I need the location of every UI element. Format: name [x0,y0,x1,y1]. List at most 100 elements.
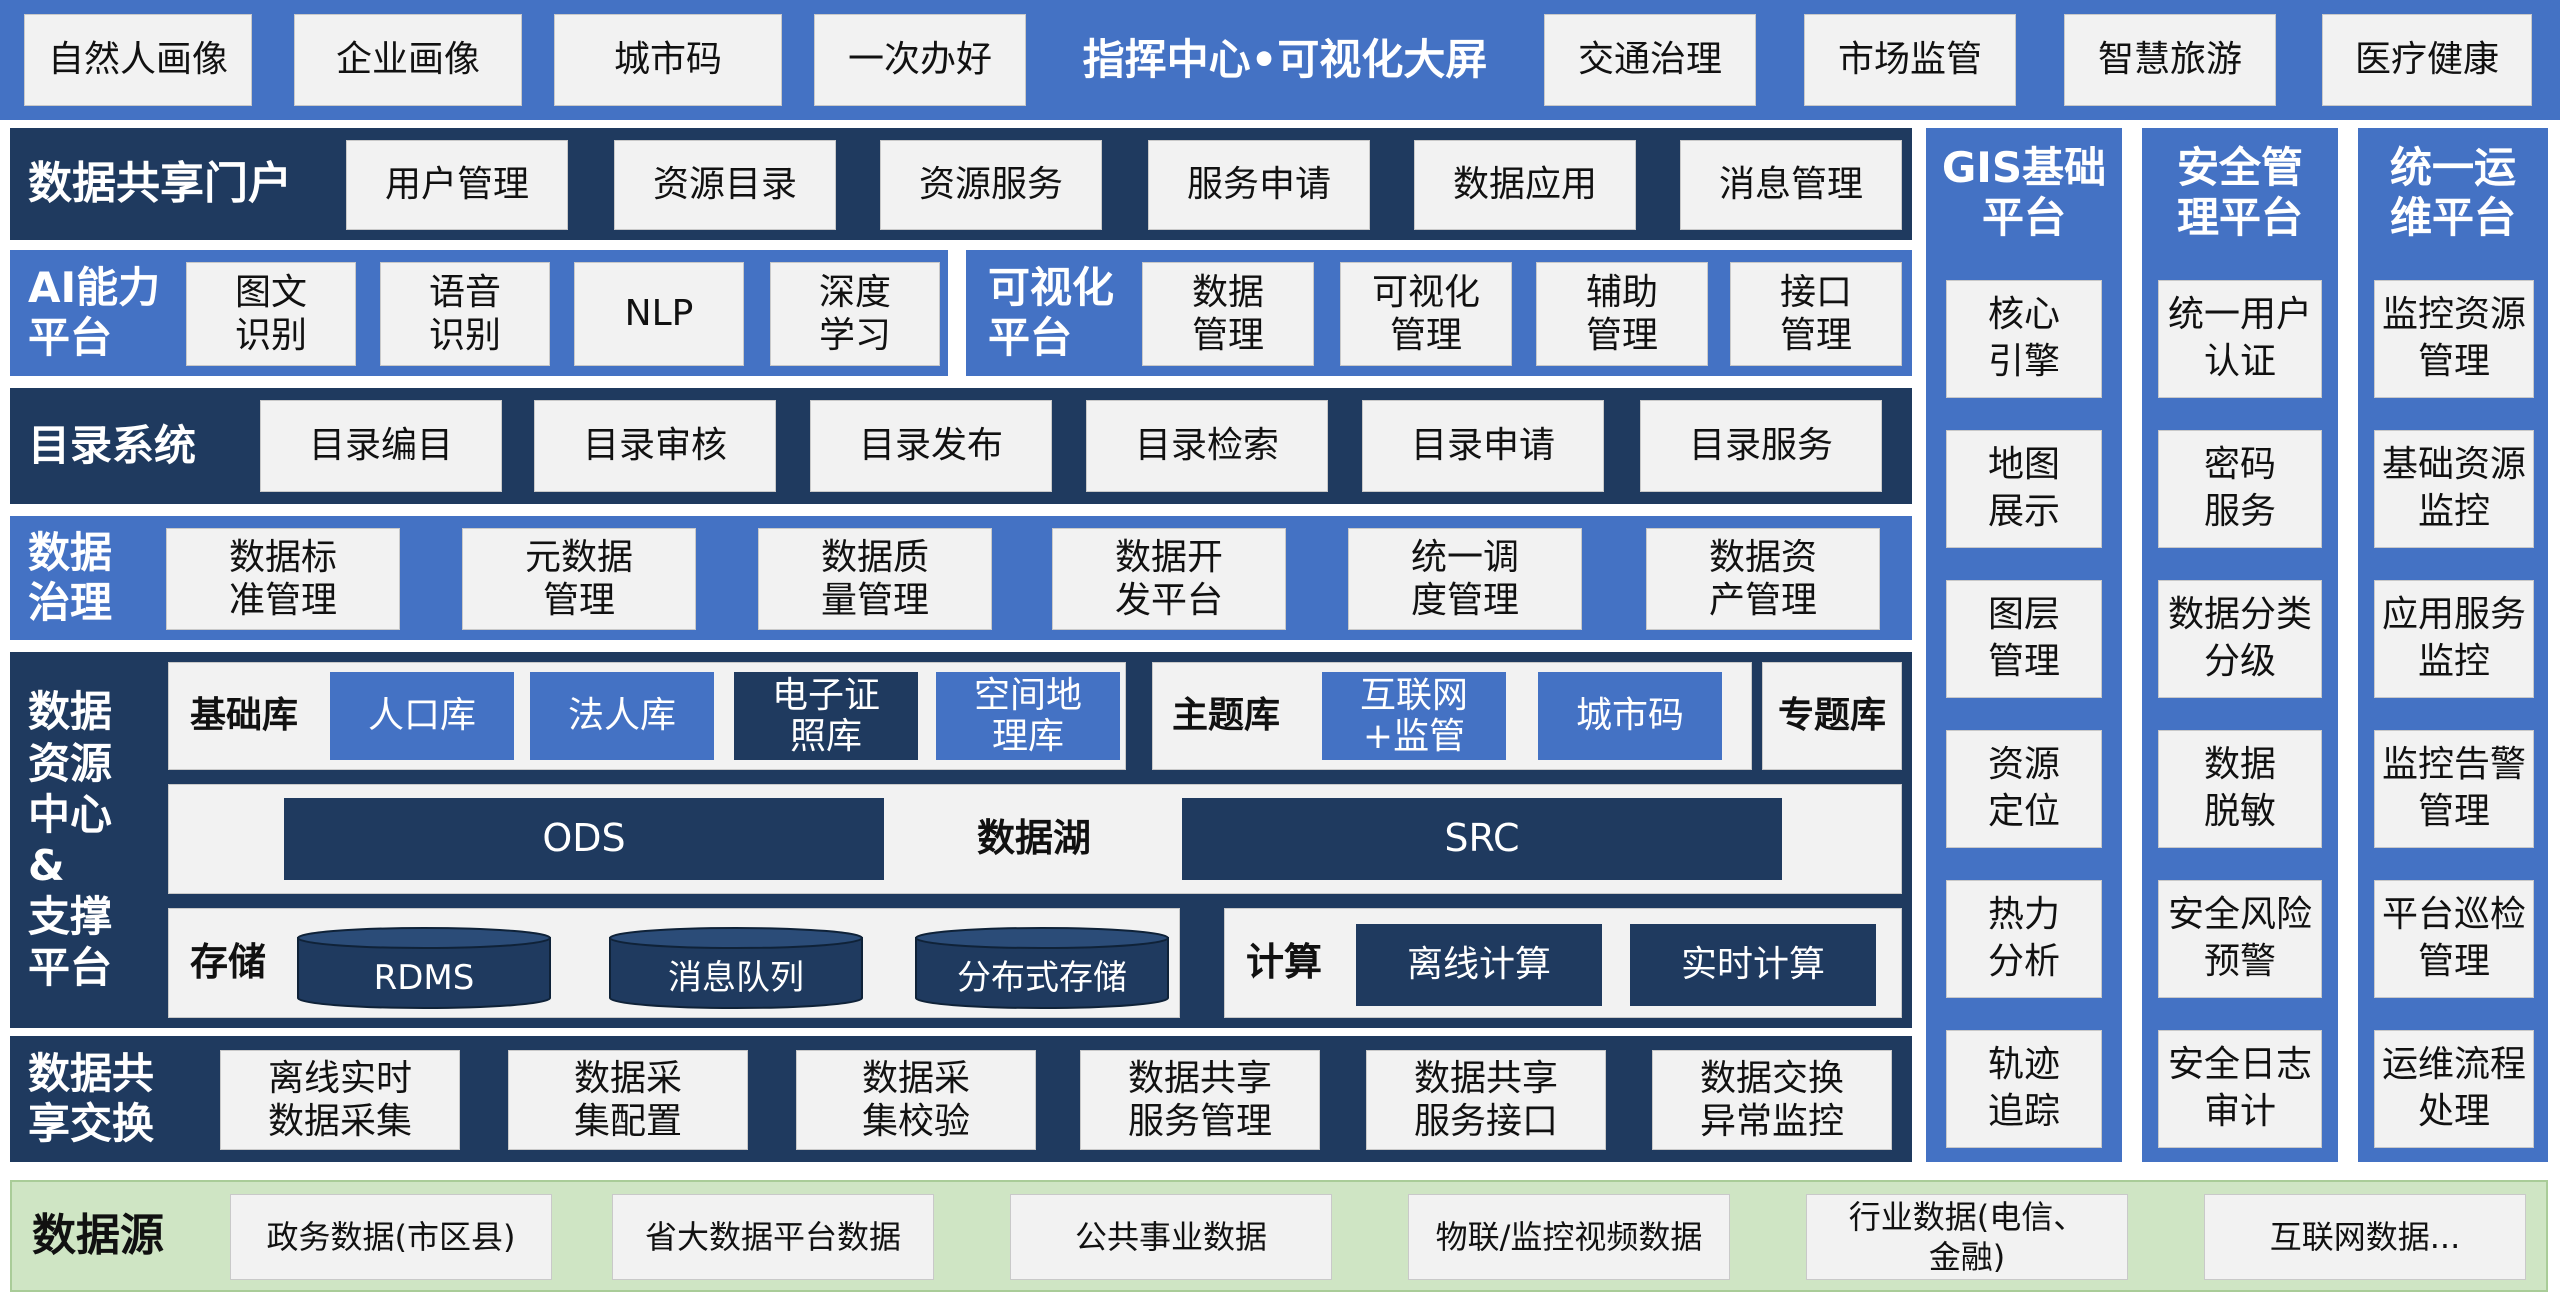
gov-dev-platform[interactable]: 数据开 发平台 [1052,528,1286,630]
cylinder-shape-icon [915,927,1169,1009]
theme-lib-city-code[interactable]: 城市码 [1538,672,1722,760]
catalog-edit[interactable]: 目录编目 [260,400,502,492]
source-public-utility[interactable]: 公共事业数据 [1010,1194,1332,1280]
gis-track[interactable]: 轨迹 追踪 [1946,1030,2102,1148]
source-internet[interactable]: 互联网数据... [2204,1194,2526,1280]
storage-label: 存储 [190,940,267,985]
portal-resource-catalog[interactable]: 资源目录 [614,140,836,230]
top-item-health[interactable]: 医疗健康 [2322,14,2532,106]
gov-metadata[interactable]: 元数据 管理 [462,528,696,630]
portal-resource-service[interactable]: 资源服务 [880,140,1102,230]
source-provincial[interactable]: 省大数据平台数据 [612,1194,934,1280]
base-lib-population[interactable]: 人口库 [330,672,514,760]
catalog-label: 目录系统 [28,420,197,470]
portal-user-mgmt[interactable]: 用户管理 [346,140,568,230]
ai-deep-learning[interactable]: 深度 学习 [770,262,940,366]
top-item-one-stop[interactable]: 一次办好 [814,14,1026,106]
cylinder-shape-icon [609,927,863,1009]
portal-label: 数据共享门户 [28,157,292,209]
visual-platform-label: 可视化 平台 [988,262,1115,362]
gov-standard[interactable]: 数据标 准管理 [166,528,400,630]
gis-resource-locate[interactable]: 资源 定位 [1946,730,2102,848]
source-iot-video[interactable]: 物联/监控视频数据 [1408,1194,1730,1280]
visual-data-mgmt[interactable]: 数据 管理 [1142,262,1314,366]
cylinder-shape-icon [297,927,551,1009]
ai-platform-label: AI能力 平台 [28,262,161,362]
gov-quality[interactable]: 数据质 量管理 [758,528,992,630]
exchange-monitor[interactable]: 数据交换 异常监控 [1652,1050,1892,1150]
security-masking[interactable]: 数据 脱敏 [2158,730,2322,848]
ops-inspection[interactable]: 平台巡检 管理 [2374,880,2534,998]
top-item-natural-person[interactable]: 自然人画像 [24,14,252,106]
governance-label: 数据 治理 [28,527,113,627]
exchange-label: 数据共 享交换 [28,1048,155,1148]
storage-mq-cylinder[interactable]: 消息队列 [608,926,864,1010]
theme-lib-label: 主题库 [1172,695,1281,737]
catalog-publish[interactable]: 目录发布 [810,400,1052,492]
top-item-city-code[interactable]: 城市码 [554,14,782,106]
ops-label: 统一运 维平台 [2389,142,2516,242]
exchange-collect-check[interactable]: 数据采 集校验 [796,1050,1036,1150]
visual-api-mgmt[interactable]: 接口 管理 [1730,262,1902,366]
portal-data-app[interactable]: 数据应用 [1414,140,1636,230]
top-item-traffic[interactable]: 交通治理 [1544,14,1756,106]
ai-speech[interactable]: 语音 识别 [380,262,550,366]
source-gov[interactable]: 政务数据(市区县) [230,1194,552,1280]
portal-msg-mgmt[interactable]: 消息管理 [1680,140,1902,230]
gis-label: GIS基础 平台 [1941,142,2107,242]
top-item-market[interactable]: 市场监管 [1804,14,2016,106]
ops-app-monitor[interactable]: 应用服务 监控 [2374,580,2534,698]
catalog-apply[interactable]: 目录申请 [1362,400,1604,492]
gis-core-engine[interactable]: 核心 引擎 [1946,280,2102,398]
security-risk-alert[interactable]: 安全风险 预警 [2158,880,2322,998]
compute-realtime[interactable]: 实时计算 [1630,924,1876,1006]
gis-layer-mgmt[interactable]: 图层 管理 [1946,580,2102,698]
compute-offline[interactable]: 离线计算 [1356,924,1602,1006]
storage-distributed-cylinder[interactable]: 分布式存储 [914,926,1170,1010]
top-center-title: 指挥中心•可视化大屏 [1082,34,1488,84]
visual-vis-mgmt[interactable]: 可视化 管理 [1340,262,1512,366]
top-item-tourism[interactable]: 智慧旅游 [2064,14,2276,106]
gis-map-display[interactable]: 地图 展示 [1946,430,2102,548]
ops-alert-mgmt[interactable]: 监控告警 管理 [2374,730,2534,848]
ai-ocr[interactable]: 图文 识别 [186,262,356,366]
ops-infra-monitor[interactable]: 基础资源 监控 [2374,430,2534,548]
catalog-search[interactable]: 目录检索 [1086,400,1328,492]
visual-assist-mgmt[interactable]: 辅助 管理 [1536,262,1708,366]
security-log-audit[interactable]: 安全日志 审计 [2158,1030,2322,1148]
data-lake-label: 数据湖 [976,816,1091,861]
base-lib-legal-entity[interactable]: 法人库 [530,672,714,760]
security-label: 安全管 理平台 [2176,142,2303,242]
gov-asset[interactable]: 数据资 产管理 [1646,528,1880,630]
storage-mq-label: 消息队列 [668,958,804,998]
compute-label: 计算 [1246,940,1323,985]
theme-lib-internet-supervision[interactable]: 互联网 +监管 [1322,672,1506,760]
gov-scheduling[interactable]: 统一调 度管理 [1348,528,1582,630]
catalog-review[interactable]: 目录审核 [534,400,776,492]
exchange-share-mgmt[interactable]: 数据共享 服务管理 [1080,1050,1320,1150]
ops-monitor-resource[interactable]: 监控资源 管理 [2374,280,2534,398]
ai-nlp[interactable]: NLP [574,262,744,366]
portal-service-apply[interactable]: 服务申请 [1148,140,1370,230]
exchange-collect[interactable]: 离线实时 数据采集 [220,1050,460,1150]
exchange-collect-config[interactable]: 数据采 集配置 [508,1050,748,1150]
exchange-share-api[interactable]: 数据共享 服务接口 [1366,1050,1606,1150]
ops-workflow[interactable]: 运维流程 处理 [2374,1030,2534,1148]
security-crypto[interactable]: 密码 服务 [2158,430,2322,548]
storage-distributed-label: 分布式存储 [957,958,1127,998]
storage-rdms-cylinder[interactable]: RDMS [296,926,552,1010]
security-auth[interactable]: 统一用户 认证 [2158,280,2322,398]
resource-center-label: 数据 资源 中心 & 支撑 平台 [28,687,113,993]
source-industry[interactable]: 行业数据(电信、 金融) [1806,1194,2128,1280]
special-lib[interactable]: 专题库 [1762,662,1902,770]
security-classification[interactable]: 数据分类 分级 [2158,580,2322,698]
base-lib-e-license[interactable]: 电子证 照库 [734,672,918,760]
catalog-service[interactable]: 目录服务 [1640,400,1882,492]
storage-rdms-label: RDMS [373,958,475,998]
lake-src[interactable]: SRC [1182,798,1782,880]
base-lib-geo[interactable]: 空间地 理库 [936,672,1120,760]
lake-ods[interactable]: ODS [284,798,884,880]
top-item-enterprise[interactable]: 企业画像 [294,14,522,106]
gis-heat-analysis[interactable]: 热力 分析 [1946,880,2102,998]
sources-label: 数据源 [32,1209,164,1261]
